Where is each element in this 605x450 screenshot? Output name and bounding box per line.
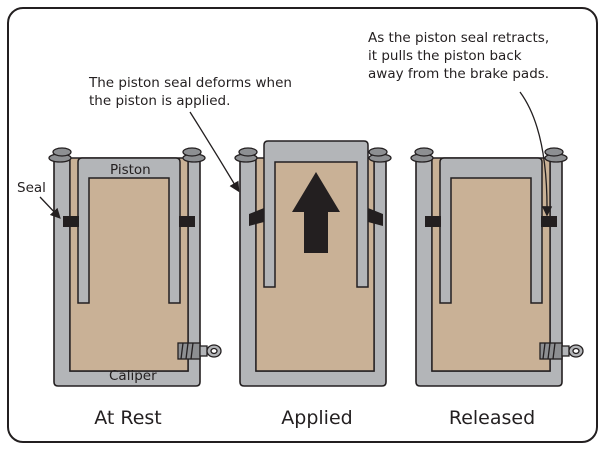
seal-pointer-arrow bbox=[39, 196, 61, 219]
retract-note-line3: away from the brake pads. bbox=[368, 66, 550, 82]
caliper-knob-right bbox=[368, 147, 392, 163]
caliper-knob-left bbox=[234, 147, 258, 163]
panel-released bbox=[410, 147, 584, 387]
caption-at-rest: At Rest bbox=[94, 407, 162, 429]
seal-left bbox=[425, 216, 441, 227]
caption-applied: Applied bbox=[281, 407, 353, 429]
caliper-label: Caliper bbox=[109, 368, 157, 384]
piston bbox=[439, 157, 543, 304]
piston bbox=[263, 140, 369, 288]
seal-right bbox=[541, 216, 557, 227]
caption-released: Released bbox=[448, 407, 536, 429]
panel-applied bbox=[234, 140, 392, 387]
deform-pointer-arrow bbox=[189, 111, 240, 193]
retract-note-line1: As the piston seal retracts, bbox=[368, 30, 550, 46]
retract-pointer-arrow bbox=[519, 91, 553, 217]
caliper-knob-left bbox=[48, 147, 72, 163]
deform-note-line2: the piston is applied. bbox=[89, 93, 231, 109]
seal-right bbox=[368, 208, 383, 226]
panel-at-rest bbox=[48, 147, 222, 387]
applied-force-arrow bbox=[292, 172, 340, 253]
caliper-knob-right bbox=[182, 147, 206, 163]
piston-label: Piston bbox=[110, 162, 151, 178]
seal-label: Seal bbox=[17, 180, 46, 196]
bleeder-screw bbox=[177, 342, 222, 360]
seal-right bbox=[179, 216, 195, 227]
bleeder-screw bbox=[539, 342, 584, 360]
deform-note-line1: The piston seal deforms when bbox=[89, 75, 292, 91]
caliper-knob-right bbox=[544, 147, 568, 163]
piston bbox=[77, 157, 181, 304]
caliper-knob-left bbox=[410, 147, 434, 163]
seal-left bbox=[249, 208, 264, 226]
seal-left bbox=[63, 216, 79, 227]
retract-note-line2: it pulls the piston back bbox=[368, 48, 522, 64]
